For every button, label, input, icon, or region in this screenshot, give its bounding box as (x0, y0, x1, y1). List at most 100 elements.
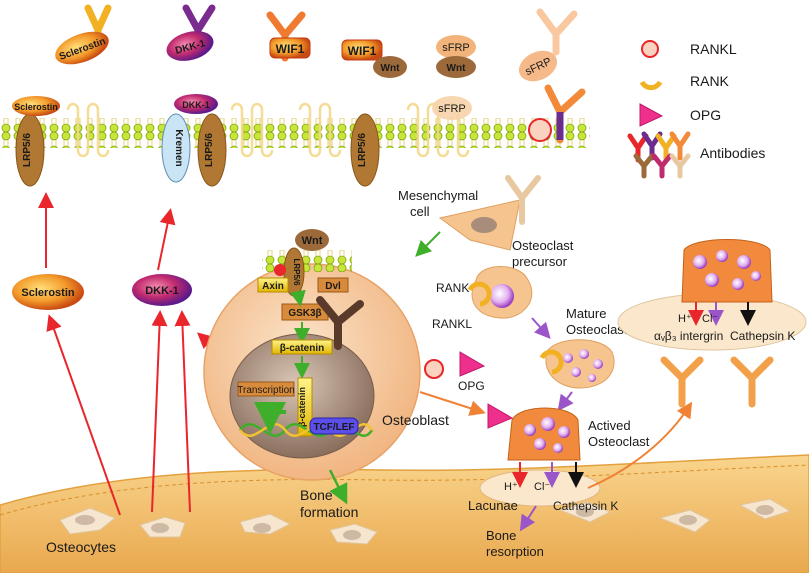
legend-rank-crescent-icon (639, 80, 663, 91)
osteocyte-nuclei (75, 505, 774, 540)
dkk1-ligand (166, 31, 214, 61)
arrow-bone-resorption (519, 505, 537, 532)
green-transcription-arrow (254, 402, 286, 434)
bone-formation-label-2: formation (300, 504, 358, 520)
dkk1-bound (174, 94, 218, 114)
opg-label-1: OPG (458, 379, 485, 393)
dvl-label: Dvl (325, 281, 341, 292)
wnt-ligand-2 (436, 56, 476, 78)
legend-rankl-label: RANKL (690, 41, 737, 57)
wnt-label-1: Wnt (381, 63, 401, 74)
antibody-y-icon (505, 175, 541, 225)
sclerostin-secreted (12, 274, 84, 310)
rankl-circle-icon (424, 359, 444, 379)
wnt-label-3: Wnt (302, 235, 323, 247)
wif1-ligand (269, 37, 311, 59)
sfrp-membrane (432, 96, 472, 120)
tcf-lef-label: TCF/LEF (313, 422, 354, 433)
sclerostin-bound-label: Sclerostin (14, 102, 58, 112)
sclerostin-bound (12, 96, 60, 116)
dkk1-secreted (132, 274, 192, 306)
beta-catenin-label-1: β-catenin (280, 343, 324, 354)
wnt-label-2: Wnt (447, 63, 467, 74)
lrp56-label-4: LRP5/6 (292, 258, 301, 286)
lrp56-label-2: LRP5/6 (204, 133, 215, 167)
rankl-label: RANKL (432, 317, 472, 331)
gsk3b-label: GSK3β (288, 308, 321, 319)
resorption-label-1: Bone (486, 528, 516, 543)
wnt-ligand (373, 56, 407, 78)
axin-label: Axin (262, 281, 284, 292)
inset-nuclei (693, 250, 761, 290)
sfrp-ligand-2 (518, 50, 558, 82)
arrow-mature-actived (557, 391, 574, 412)
actived-nuclei (524, 417, 570, 453)
legend-antibodies-icon (627, 131, 691, 179)
arrow-wnt-gsk (289, 289, 306, 307)
arrow-bone-formation (328, 469, 348, 505)
sclerostin-mid-label: Sclerostin (21, 287, 74, 299)
rank-crescent-icon (539, 349, 564, 375)
axin-box (257, 277, 289, 293)
sfrp-label-1: sFRP (442, 42, 470, 54)
arrow-osteocyte-dkk1 (151, 310, 168, 513)
dkk1-mid-label: DKK-1 (145, 285, 179, 297)
bone-formation-label-1: Bone (300, 487, 333, 503)
bone-matrix (0, 454, 809, 573)
mature-osteoclast-cell (545, 339, 615, 389)
actived-label-2: Osteoclast (588, 434, 650, 449)
mesenchymal-nucleus (471, 217, 497, 233)
wnt-bound (295, 229, 329, 251)
transcription-box (237, 381, 295, 397)
legend-antibodies-label: Antibodies (700, 145, 765, 161)
integrin-label: αᵥβ₃ intergrin (654, 329, 723, 343)
precursor-nucleus (490, 284, 514, 308)
antibody-y-icon (730, 356, 774, 408)
rank-crescent-icon (467, 281, 492, 307)
lrp56-label-3: LRP5/6 (357, 133, 368, 167)
h-plus-label-2: H⁺ (678, 313, 692, 325)
kremen-label: Kremen (173, 129, 184, 166)
actived-label-1: Actived (588, 418, 631, 433)
wif1-label-2: WIF1 (348, 44, 377, 58)
cathepsin-label-2: Cathepsin K (730, 329, 795, 343)
transcription-label: Transcription (237, 385, 294, 396)
legend-opg-wedge-icon (639, 103, 664, 127)
arrow-mesenchymal-osteoblast (415, 231, 441, 257)
cathepsin-label-1: Cathepsin K (553, 499, 618, 513)
mesenchymal-label-2: cell (410, 204, 430, 219)
beta-catenin-label-2: β-catenin (297, 387, 307, 427)
sclerostin-ligand (55, 31, 109, 65)
lacunae-label: Lacunae (468, 498, 518, 513)
precursor-label-1: Osteoclast (512, 238, 574, 253)
sfrp-ligand (436, 35, 476, 59)
tcf-lef-box (309, 417, 359, 435)
dvl-box (317, 277, 349, 293)
arrow-to-inset (587, 401, 693, 489)
resorption-label-2: resorption (486, 544, 544, 559)
h-plus-label-1: H⁺ (504, 481, 518, 493)
cl-minus-label-2: Cl⁻ (702, 313, 718, 325)
wif1-label-1: WIF1 (276, 42, 305, 56)
antibody-y-icon (316, 296, 364, 350)
osteocytes-label: Osteocytes (46, 539, 116, 555)
lrp56-receptor-2 (197, 113, 227, 187)
mature-label-1: Mature (566, 306, 606, 321)
legend-rank-label: RANK (690, 73, 730, 89)
kremen-receptor (161, 113, 191, 183)
phospho-site (274, 264, 286, 276)
legend-rankl-circle-icon (641, 40, 659, 58)
mature-label-2: Osteoclast (566, 322, 628, 337)
arrow-osteoblast-opg (419, 391, 486, 416)
inset-osteoclast-cell (681, 239, 773, 303)
sfrp-label-3: sFRP (438, 103, 466, 115)
dkk1-bound-label: DKK-1 (182, 100, 210, 110)
legend-opg-label: OPG (690, 107, 721, 123)
lrp56-receptor-3 (350, 113, 380, 187)
mesenchymal-label-1: Mesenchymal (398, 188, 478, 203)
arrow-dkk1-up (157, 208, 176, 271)
rankl-circle-icon (528, 118, 552, 142)
beta-catenin-box (271, 339, 333, 355)
